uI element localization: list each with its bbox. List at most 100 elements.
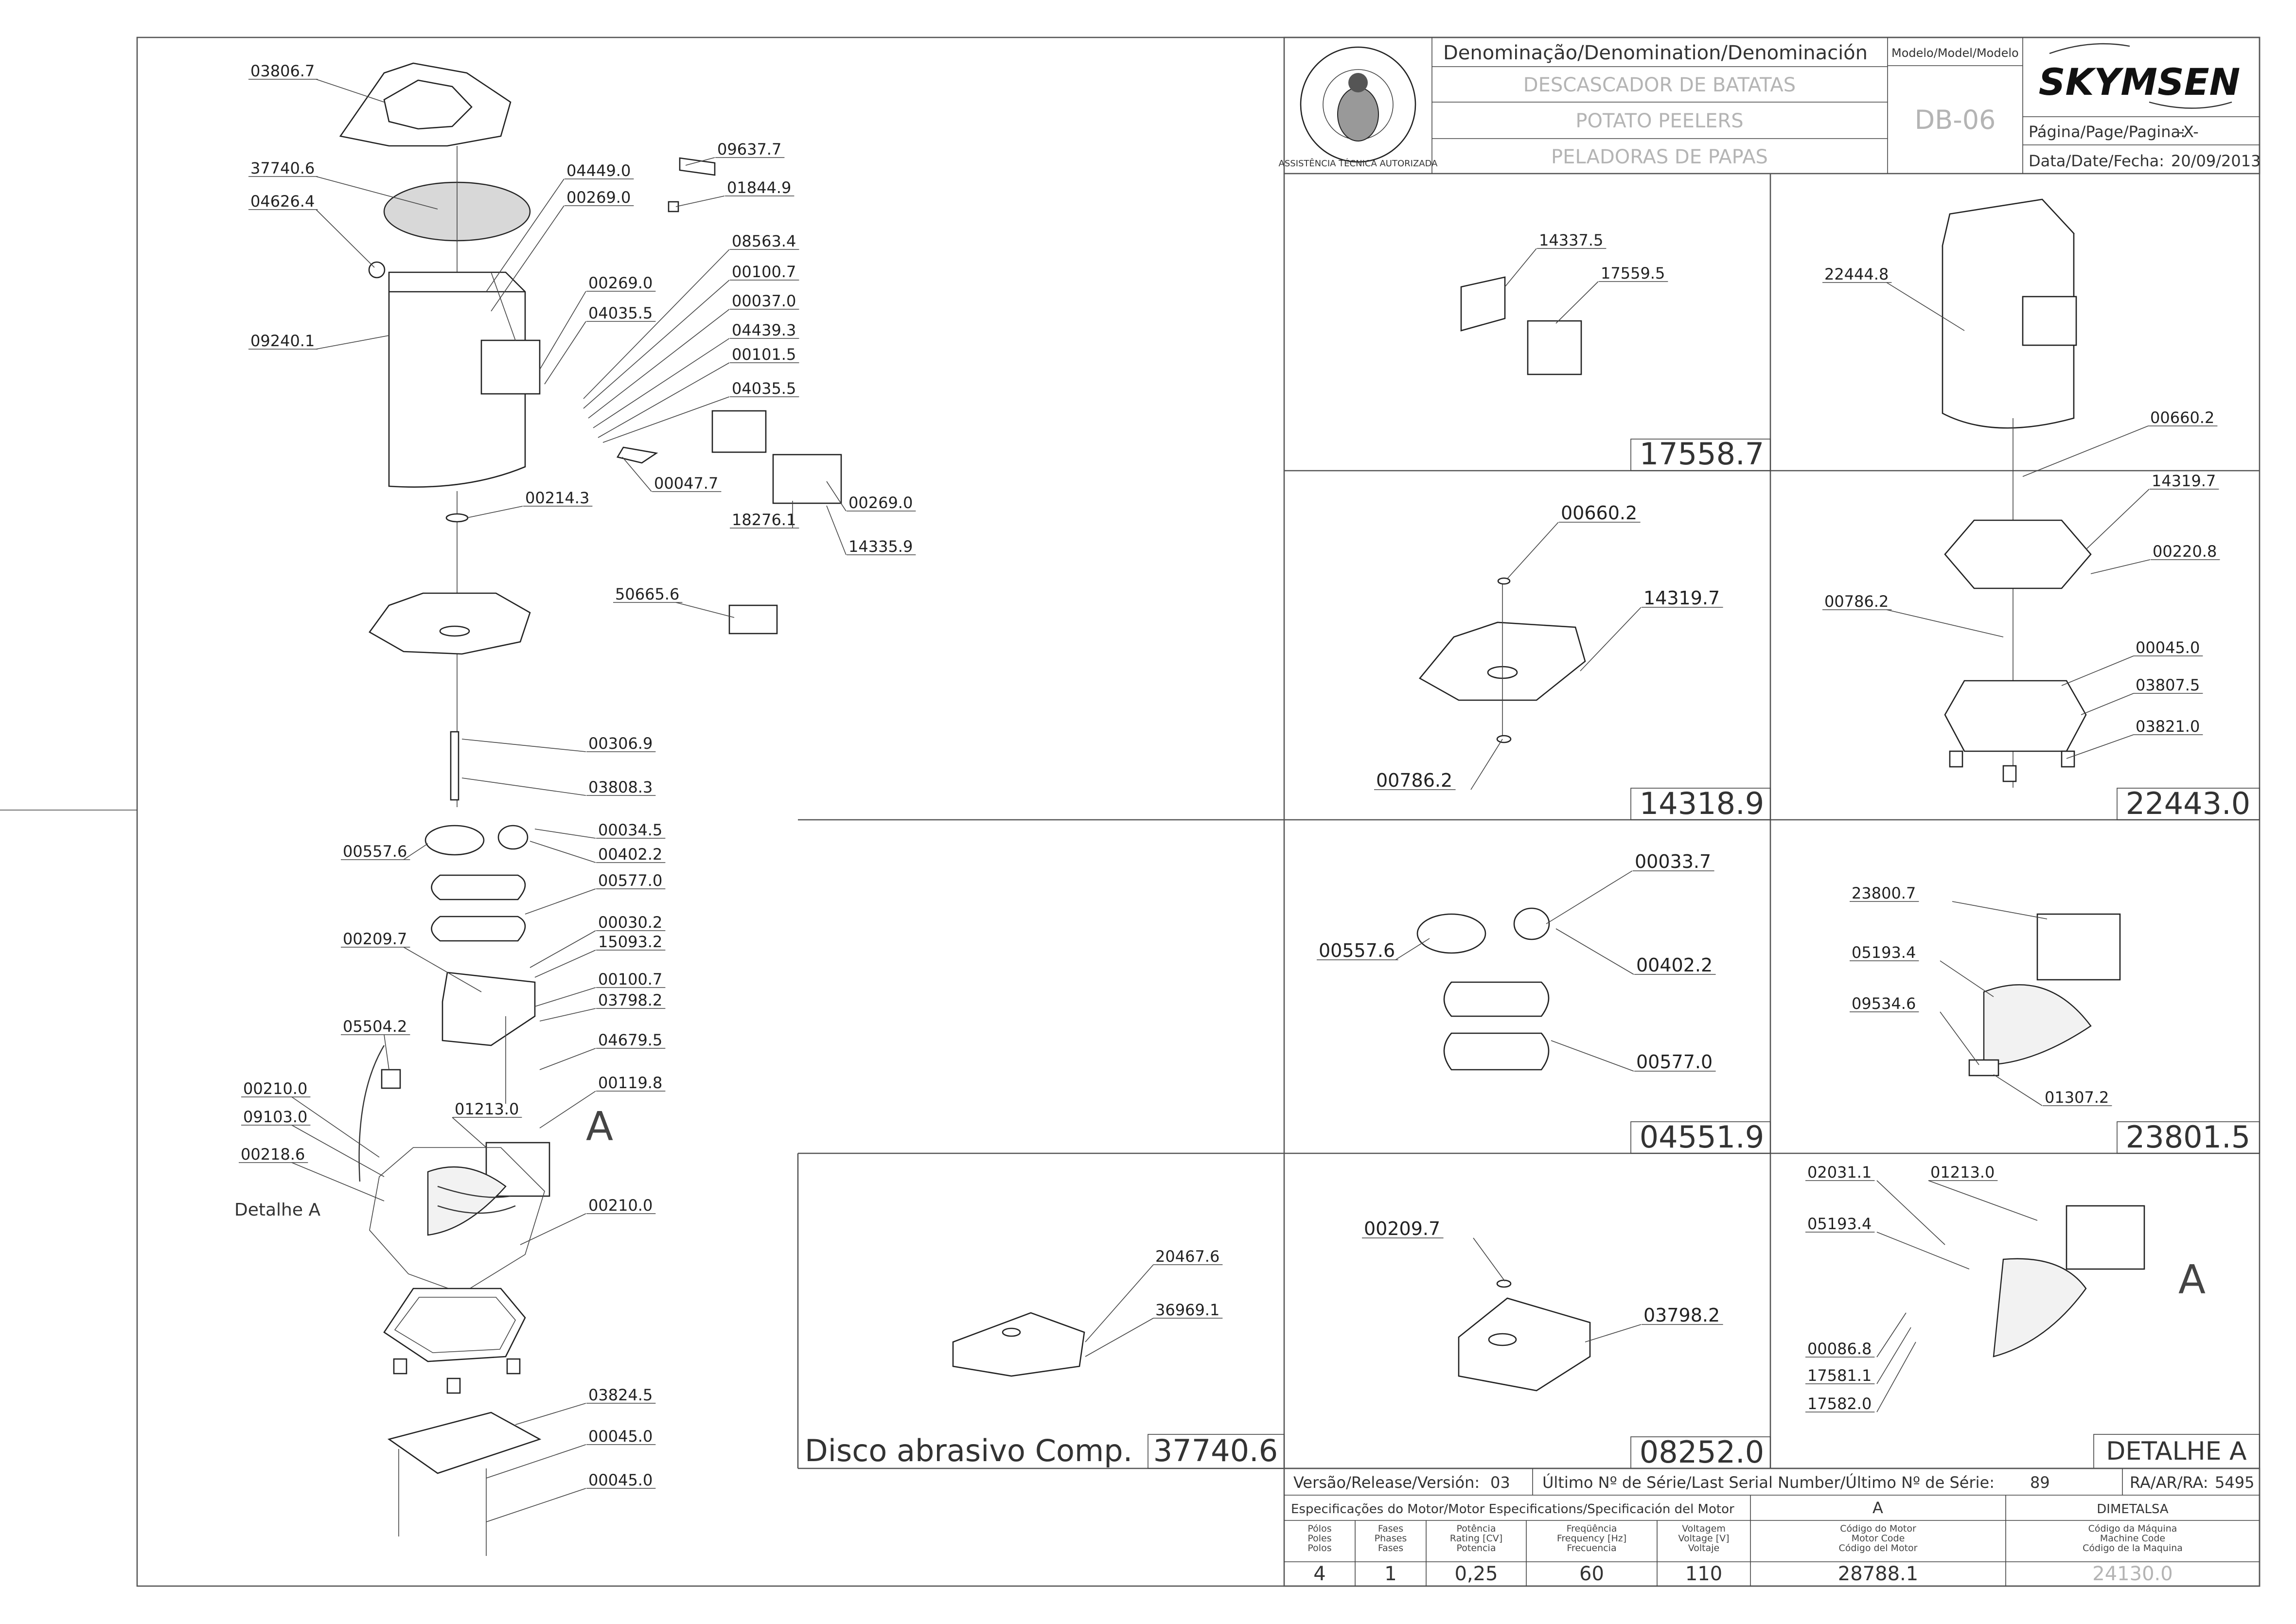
panel-pdetail-label-0: 02031.1 <box>1807 1163 1872 1182</box>
title-block: ASSISTÊNCIA TÉCNICA AUTORIZADA Denominaç… <box>1279 36 2261 175</box>
date-label: Data/Date/Fecha: <box>2029 152 2164 170</box>
footer-col-4-head-0: Voltagem <box>1682 1523 1726 1534</box>
main-part-label-36: 00210.0 <box>243 1079 307 1098</box>
panel-p04551-label-3: 00577.0 <box>1636 1051 1713 1073</box>
panel-detail-marker: A <box>2178 1257 2206 1303</box>
footer-col-3-value: 60 <box>1579 1563 1604 1585</box>
main-part-label-41: 03824.5 <box>588 1386 653 1404</box>
main-part-label-4: 00269.0 <box>566 188 631 207</box>
panel-disco-label-0: 20467.6 <box>1155 1247 1219 1266</box>
footer-col-2-head-0: Potência <box>1457 1523 1496 1534</box>
main-part-label-40: 00210.0 <box>588 1196 653 1215</box>
model-label: Modelo/Model/Modelo <box>1891 46 2019 60</box>
panel-p22443-label-3: 00220.8 <box>2153 542 2217 561</box>
panel-pdetail-label-1: 01213.0 <box>1930 1163 1995 1182</box>
main-part-label-21: 50665.6 <box>615 585 679 603</box>
main-part-label-27: 00577.0 <box>598 871 662 890</box>
footer-col-4-head-1: Voltage [V] <box>1678 1533 1729 1544</box>
name-en: POTATO PEELERS <box>1575 110 1743 132</box>
main-part-label-14: 09240.1 <box>250 332 315 350</box>
footer-col-2-value: 0,25 <box>1454 1563 1498 1585</box>
panel-p22443-label-6: 03807.5 <box>2136 676 2200 694</box>
panel-p08252-label-0: 00209.7 <box>1364 1218 1440 1239</box>
denomination-label: Denominação/Denomination/Denominación <box>1443 42 1868 64</box>
main-part-label-1: 37740.6 <box>250 159 315 177</box>
page-label: Página/Page/Pagina: <box>2029 123 2186 141</box>
main-part-label-19: 14335.9 <box>848 537 913 556</box>
panel-p04551-label-2: 00402.2 <box>1636 954 1713 976</box>
name-es: PELADORAS DE PAPAS <box>1551 146 1768 168</box>
seal-text: ASSISTÊNCIA TÉCNICA AUTORIZADA <box>1279 158 1438 169</box>
motor-spec-label: Especificações do Motor/Motor Especifica… <box>1291 1502 1734 1517</box>
brand-logo: SKYMSEN <box>2039 43 2241 109</box>
main-part-label-10: 04035.5 <box>588 304 653 322</box>
main-exploded-view: A Detalhe A <box>234 62 842 1556</box>
svg-text:SKYMSEN: SKYMSEN <box>2039 60 2241 104</box>
footer-col-6-head-1: Machine Code <box>2100 1533 2165 1544</box>
main-part-label-32: 03798.2 <box>598 991 662 1009</box>
main-part-label-29: 00209.7 <box>343 930 407 948</box>
main-part-label-12: 04439.3 <box>732 321 796 339</box>
footer-col-6-head-2: Código de la Maquina <box>2083 1543 2183 1553</box>
footer-col-3-head-2: Frecuencia <box>1567 1543 1616 1553</box>
main-part-label-18: 18276.1 <box>732 511 796 529</box>
panel-p08252-label-1: 03798.2 <box>1643 1305 1720 1326</box>
serial-value: 89 <box>2030 1473 2050 1492</box>
main-part-label-31: 00100.7 <box>598 970 662 989</box>
main-label-layer: 03806.737740.604626.404449.000269.009637… <box>239 62 916 1522</box>
main-part-label-6: 01844.9 <box>727 178 791 197</box>
main-part-label-23: 03808.3 <box>588 778 653 796</box>
panel-04551-code: 04551.9 <box>1640 1119 1764 1155</box>
main-part-label-3: 04449.0 <box>566 161 631 180</box>
footer-col-5-head-1: Motor Code <box>1852 1533 1905 1544</box>
panel-p22443-label-0: 22444.8 <box>1824 265 1889 283</box>
main-detail-label: Detalhe A <box>234 1200 320 1220</box>
panel-disco-label-1: 36969.1 <box>1155 1301 1219 1319</box>
main-part-label-26: 00402.2 <box>598 845 662 864</box>
main-part-label-34: 04679.5 <box>598 1031 662 1049</box>
version-label: Versão/Release/Versión: <box>1293 1473 1480 1492</box>
panel-p14318-label-2: 00786.2 <box>1376 770 1452 791</box>
panel-p14318-label-0: 00660.2 <box>1561 502 1637 524</box>
panel-code-boxes: 17558.7 22443.0 14318.9 04551.9 23801.5 … <box>805 436 2260 1470</box>
panel-p22443-label-1: 00660.2 <box>2150 408 2214 427</box>
main-part-label-17: 00269.0 <box>848 494 913 512</box>
main-part-label-35: 00119.8 <box>598 1074 662 1092</box>
ra-value: 5495 <box>2215 1473 2254 1492</box>
footer-col-2-head-2: Potencia <box>1457 1543 1496 1553</box>
footer-col-5-value: 28788.1 <box>1838 1563 1918 1585</box>
panel-p04551-label-0: 00033.7 <box>1635 851 1711 872</box>
footer-table: Versão/Release/Versión: 03 Último Nº de … <box>1283 1467 2261 1587</box>
panel-p22443-label-4: 00786.2 <box>1824 592 1889 611</box>
main-part-label-25: 00557.6 <box>343 842 407 861</box>
footer-col-0-value: 4 <box>1313 1563 1325 1585</box>
panel-14318-code: 14318.9 <box>1640 786 1764 821</box>
footer-col-5-head-0: Código do Motor <box>1840 1523 1916 1534</box>
panel-p23801-label-0: 23800.7 <box>1852 884 1916 902</box>
main-part-label-38: 01213.0 <box>455 1100 519 1118</box>
footer-col-1-head-0: Fases <box>1378 1523 1403 1534</box>
main-part-label-39: 00218.6 <box>241 1145 305 1164</box>
main-part-label-28: 00030.2 <box>598 913 662 932</box>
main-part-label-9: 00269.0 <box>588 274 653 292</box>
panel-drawings: A <box>952 198 2206 1392</box>
panel-pdetail-label-3: 00086.8 <box>1807 1340 1872 1358</box>
main-part-label-5: 09637.7 <box>717 140 781 159</box>
motor-maker: DIMETALSA <box>2097 1502 2169 1517</box>
footer-col-4-head-2: Voltaje <box>1688 1543 1720 1553</box>
model-value: DB-06 <box>1915 105 1996 135</box>
panel-pdetail-label-4: 17581.1 <box>1807 1366 1872 1385</box>
footer-col-0-head-2: Polos <box>1307 1543 1331 1553</box>
footer-col-1-head-1: Phases <box>1375 1533 1407 1544</box>
main-part-label-24: 00034.5 <box>598 821 662 839</box>
panel-p23801-label-1: 05193.4 <box>1852 943 1916 962</box>
panel-p04551-label-1: 00557.6 <box>1319 940 1395 961</box>
footer-col-4-value: 110 <box>1685 1563 1722 1585</box>
footer-col-3-head-0: Freqüência <box>1567 1523 1617 1534</box>
footer-col-5-head-2: Código del Motor <box>1839 1543 1918 1553</box>
panel-22443-code: 22443.0 <box>2126 786 2250 821</box>
footer-col-1-value: 1 <box>1384 1563 1396 1585</box>
footer-col-6-head-0: Código da Máquina <box>2088 1523 2177 1534</box>
